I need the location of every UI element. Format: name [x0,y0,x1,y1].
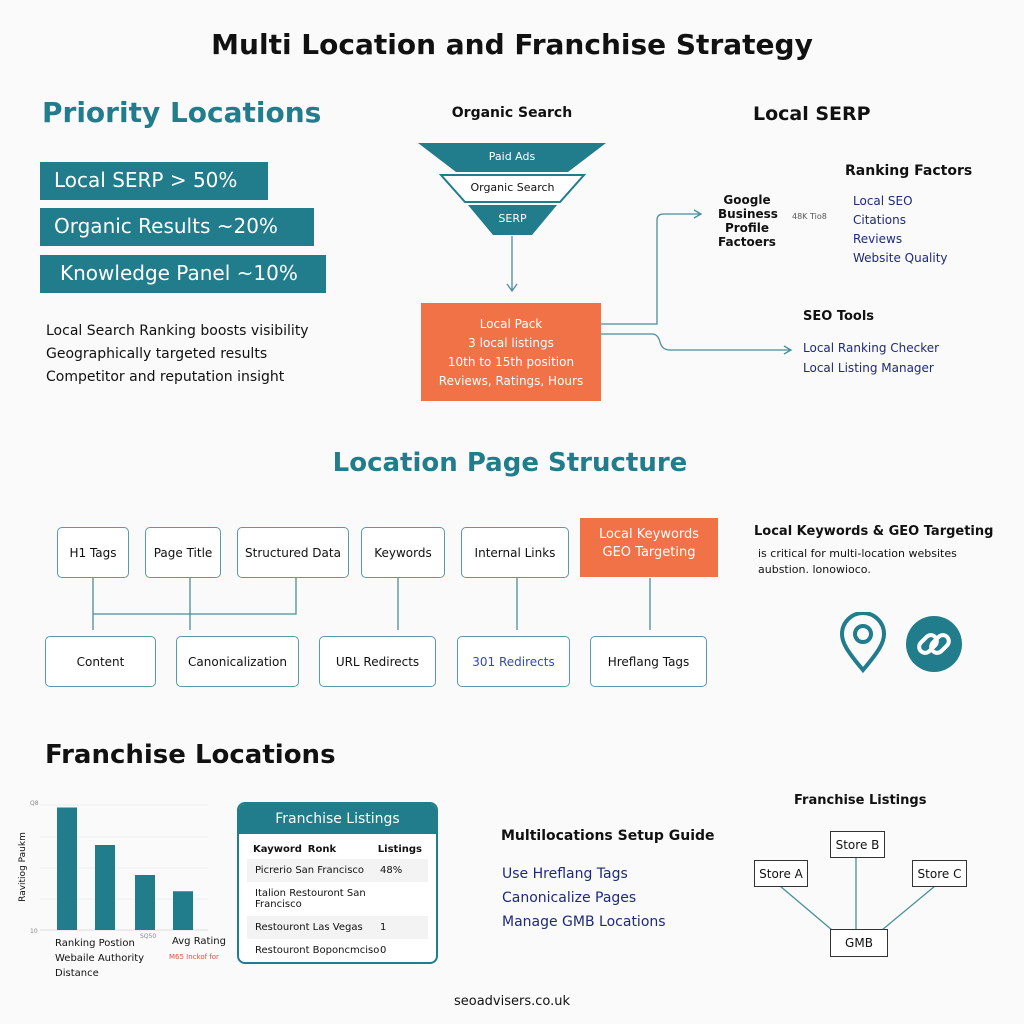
bullet: Local Search Ranking boosts visibility [46,323,309,339]
y-tick: Q8 [30,800,39,807]
local-pack-title: Local Pack [479,317,543,331]
pack-line: 3 local listings [468,336,554,350]
x-label: Ranking Postion [55,938,135,949]
bar-chart [40,804,208,931]
local-pack-box: Local Pack 3 local listings 10th to 15th… [421,303,601,401]
link-icon [906,616,962,672]
cell-keyword: Italion Restouront San Francisco [255,888,366,910]
cell-listings: 0 [380,945,387,956]
node-hreflang: Hreflang Tags [590,636,707,687]
tools-heading: SEO Tools [803,309,875,324]
table-row: Picrerio San Francisco 48% [247,859,428,882]
serp-heading: Local SERP [753,103,871,125]
col-header: Listings [377,844,422,855]
ranking-factor: Website Quality [853,251,948,265]
funnel-serp: SERP [498,212,527,225]
geo-text: is critical for multi-location websites [758,547,957,560]
x-label: Distance [55,968,99,979]
funnel-paid-ads: Paid Ads [488,150,536,163]
footer: seoadvisers.co.uk [453,994,571,1009]
guide-item: Use Hreflang Tags [502,866,628,882]
ranking-heading: Ranking Factors [845,163,973,179]
gbp-label: Google Business Profile Factoers [718,193,778,249]
table-row: Italion Restouront San Francisco [247,882,428,916]
x-label: Avg Rating [172,936,226,947]
bar [173,891,193,930]
cell-keyword: Restouront Boponcmciso [255,945,380,956]
cell-keyword: Restouront Las Vegas [255,922,363,933]
funnel-heading: Organic Search [451,105,573,121]
x-label: Webaile Authority [55,953,145,964]
table-title: Franchise Listings [239,804,436,834]
node-canonicalization: Canonicalization [176,636,299,687]
guide-item: Canonicalize Pages [502,890,637,906]
gbp-badge: 48K Tio8 [792,212,827,221]
node-content: Content [45,636,156,687]
ranking-factor: Citations [853,213,907,227]
ranking-factor: Local SEO [853,194,913,208]
franchise-table: Franchise Listings Kayword Ronk Listings… [237,802,438,964]
pack-line: Reviews, Ratings, Hours [438,374,584,388]
tool-link[interactable]: Local Ranking Checker [803,341,940,355]
stat-organic: Organic Results ~20% [40,208,314,246]
cell-listings [380,888,420,910]
x-label: SQ50 [140,933,157,940]
pack-line: 10th to 15th position [447,355,575,369]
bullet: Geographically targeted results [46,346,268,362]
cell-keyword: Picrerio San Francisco [255,865,365,876]
stat-knowledge-panel: Knowledge Panel ~10% [40,255,326,293]
col-header: Ronk [307,844,337,855]
node-page-title: Page Title [145,527,221,578]
table-row: Restouront Las Vegas 1 [247,916,428,939]
node-store-b: Store B [830,831,885,858]
page-title: Multi Location and Franchise Strategy [211,28,813,61]
bar [57,807,77,930]
structure-heading: Location Page Structure [332,448,688,478]
ranking-factor: Reviews [853,232,903,246]
node-internal-links: Internal Links [461,527,569,578]
funnel-organic: Organic Search [470,181,555,194]
node-301-redirects: 301 Redirects [457,636,570,687]
geo-text: aubstion. lonowioco. [758,563,871,576]
node-h1: H1 Tags [57,527,129,578]
node-keywords: Keywords [361,527,445,578]
node-local-keywords: Local Keywords GEO Targeting [580,518,718,577]
cell-listings: 1 [380,922,387,933]
tool-link[interactable]: Local Listing Manager [803,361,934,375]
geo-heading: Local Keywords & GEO Targeting [754,524,994,539]
y-axis-label: Ravitiog Paukm [17,832,28,902]
node-store-a: Store A [754,860,808,887]
node-url-redirects: URL Redirects [319,636,436,687]
node-gmb: GMB [830,929,888,957]
guide-heading: Multilocations Setup Guide [501,828,715,844]
y-tick: 10 [30,928,38,935]
franchise-heading: Franchise Locations [45,740,336,770]
col-header: Kayword [253,844,302,855]
tree-heading: Franchise Listings [794,793,927,808]
stat-local-serp: Local SERP > 50% [40,162,268,200]
bar [135,875,155,930]
location-pin-icon [839,612,887,674]
x-label: M65 Inckof for [169,953,219,961]
priority-heading: Priority Locations [42,96,322,129]
bullet: Competitor and reputation insight [46,369,285,385]
node-store-c: Store C [912,860,967,887]
cell-listings: 48% [380,865,403,876]
bar [95,845,115,930]
node-structured-data: Structured Data [237,527,349,578]
guide-item: Manage GMB Locations [502,914,666,930]
